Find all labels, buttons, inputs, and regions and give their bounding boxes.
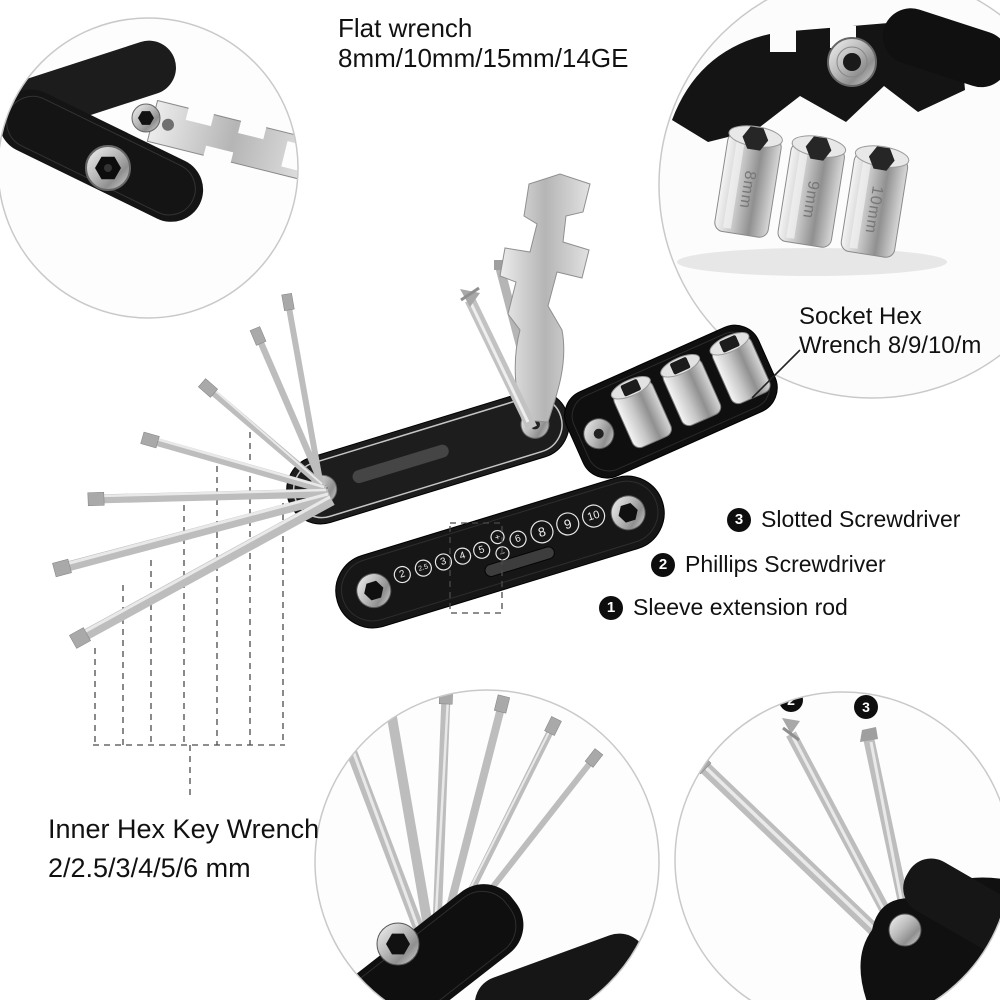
svg-text:+: + [494, 532, 502, 543]
legend-label-slotted: Slotted Screwdriver [761, 506, 961, 532]
legend-item-slotted: 3 Slotted Screwdriver [727, 506, 960, 533]
legend-label-sleeve-rod: Sleeve extension rod [633, 594, 848, 620]
inset-sockets-photo: 8mm 9mm 10mm [658, 0, 1000, 399]
socket-trio: 8mm 9mm 10mm [714, 125, 910, 258]
socket-8mm: 8mm [714, 125, 783, 238]
inset-hex-keys-photo [314, 689, 660, 1000]
legend-item-sleeve-rod: 1 Sleeve extension rod [599, 594, 848, 621]
main-multitool: 2 2.5 3 4 5 + − 6 8 9 10 [52, 173, 778, 649]
sleeve-rod-callout-box [449, 522, 503, 614]
svg-text:2: 2 [398, 568, 407, 580]
size-markings [393, 504, 606, 584]
socket-hex-title: Socket Hex [799, 303, 922, 330]
socket-on-tool [610, 375, 672, 449]
socket-size-label: 8mm [736, 169, 759, 210]
svg-text:2.5: 2.5 [418, 563, 429, 573]
hex-keys-fan [52, 292, 335, 649]
number-badge-3: 3 [727, 507, 751, 532]
shadow [677, 248, 947, 276]
flat-wrench-blade [146, 99, 298, 182]
socket-hex-sizes: Wrench 8/9/10/m [799, 331, 982, 359]
inner-hex-sizes: 2/2.5/3/4/5/6 mm [48, 853, 251, 884]
svg-text:10: 10 [586, 509, 601, 524]
socket-hex-annotation: Socket Hex Wrench 8/9/10/m [799, 303, 981, 361]
number-badge-1: 1 [599, 595, 623, 620]
socket-on-tool [660, 354, 722, 427]
flat-wrench [499, 173, 591, 423]
svg-text:6: 6 [514, 533, 523, 545]
svg-text:3: 3 [439, 556, 448, 568]
lower-handle: 2 2.5 3 4 5 + − 6 8 9 10 [335, 475, 665, 629]
inner-hex-annotation: Inner Hex Key Wrench 2/2.5/3/4/5/6 mm [48, 810, 319, 888]
legend-label-phillips: Phillips Screwdriver [685, 551, 886, 577]
size-marking-text: 2 2.5 3 4 5 + − 6 8 9 10 [398, 509, 601, 581]
inset-flat-wrench-photo [0, 17, 299, 319]
svg-text:4: 4 [458, 550, 467, 562]
badge-3: 3 [862, 699, 870, 715]
phillips-screwdriver [460, 286, 537, 431]
legend-item-phillips: 2 Phillips Screwdriver [651, 551, 886, 578]
badge-1: 1 [712, 725, 720, 741]
phillips-tip [782, 718, 800, 734]
flat-wrench-annotation: Flat wrench 8mm/10mm/15mm/14GE [338, 13, 629, 74]
svg-text:8: 8 [536, 524, 547, 540]
socket-size-label: 9mm [799, 180, 822, 221]
inset-driver-tips-photo: 1 2 3 [674, 691, 1000, 1000]
flat-wrench-sizes: 8mm/10mm/15mm/14GE [338, 42, 629, 73]
flat-wrench-title: Flat wrench [338, 13, 473, 43]
svg-text:5: 5 [477, 544, 486, 556]
socket-9mm: 9mm [777, 135, 847, 248]
socket-leader-line [751, 349, 801, 399]
number-badge-2: 2 [651, 552, 675, 577]
slotted-tip [860, 727, 878, 742]
socket-10mm: 10mm [840, 145, 910, 258]
inner-hex-title: Inner Hex Key Wrench [48, 814, 320, 844]
socket-holder [564, 324, 778, 479]
socket-on-tool [709, 332, 771, 405]
upper-plate [286, 389, 570, 525]
svg-text:9: 9 [562, 516, 573, 532]
